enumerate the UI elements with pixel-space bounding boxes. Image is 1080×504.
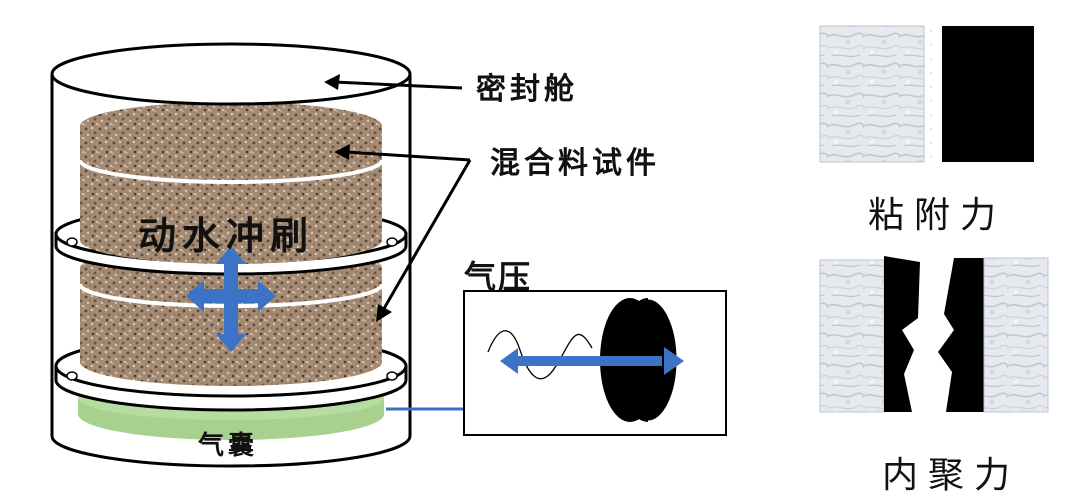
sealed-chamber-label: 密封舱 [476, 72, 578, 107]
adhesion-label: 粘附力 [868, 195, 1007, 236]
chamber-apparatus [50, 42, 412, 468]
double-arrow-icon [500, 347, 684, 375]
airbag-label: 气囊 [198, 431, 259, 461]
chamber-lid [50, 42, 412, 106]
pressure-box [463, 290, 727, 436]
wave-icon [487, 330, 593, 380]
dynamic-water-scour-label: 动水冲刷 [138, 213, 315, 258]
cohesion-label: 内聚力 [882, 455, 1021, 496]
mixture-specimen-label: 混合料试件 [490, 146, 660, 181]
adhesion-illustration [819, 25, 1034, 163]
label-arrows [324, 74, 472, 322]
upper-specimen [78, 102, 384, 264]
air-pressure-label: 气压 [464, 258, 533, 296]
blue-cross-arrow-icon [186, 246, 276, 352]
cohesion-illustration [819, 256, 1049, 413]
